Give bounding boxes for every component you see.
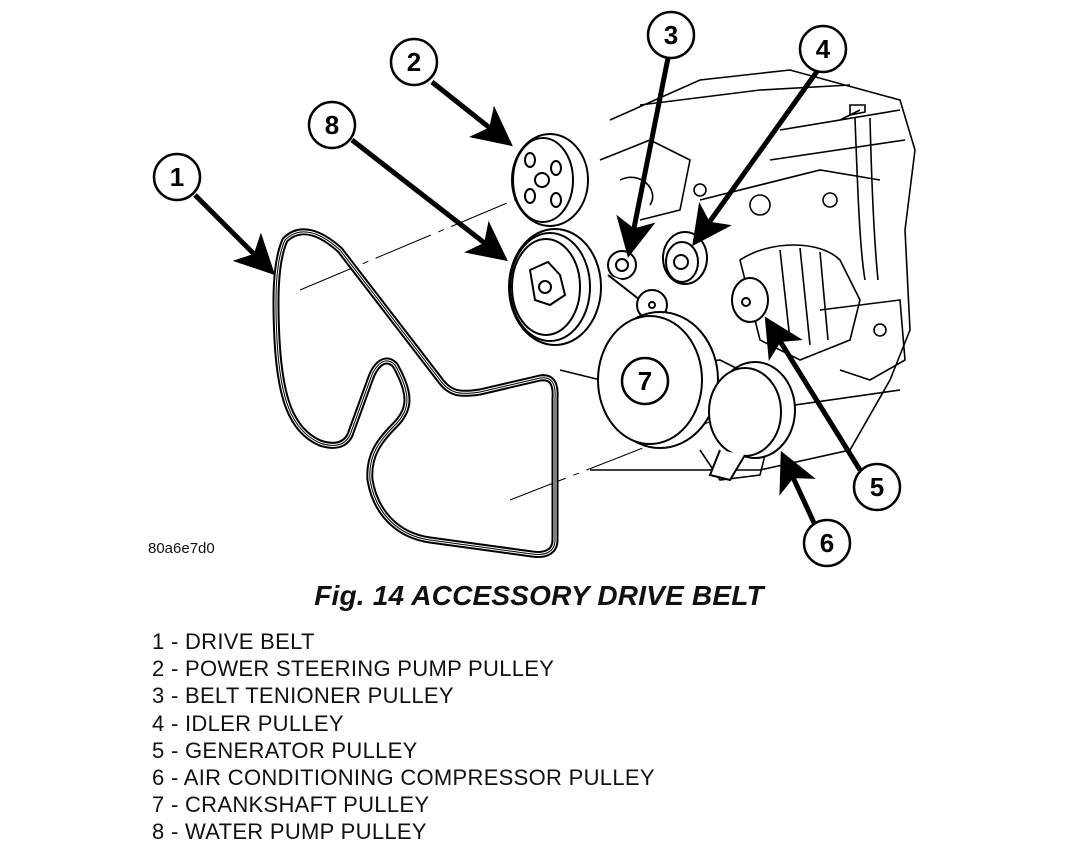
figure-caption: Fig. 14 ACCESSORY DRIVE BELT xyxy=(314,580,764,611)
callout-8: 8 xyxy=(307,100,357,150)
svg-text:7: 7 xyxy=(638,366,652,396)
legend-item: 5 - GENERATOR PULLEY xyxy=(152,737,418,763)
accessory-drive-belt-diagram: 1 2 3 4 5 6 7 8 xyxy=(152,10,916,568)
svg-text:1: 1 xyxy=(170,162,184,192)
leader-4 xyxy=(692,68,821,247)
component-legend: 1 - DRIVE BELT 2 - POWER STEERING PUMP P… xyxy=(152,628,655,846)
callout-6: 6 xyxy=(802,518,852,568)
leader-1 xyxy=(193,193,276,276)
svg-text:2: 2 xyxy=(407,47,421,77)
belt-tensioner-pulley xyxy=(607,250,651,302)
idler-pulley xyxy=(662,231,708,285)
svg-text:4: 4 xyxy=(816,34,831,64)
air-conditioning-compressor-pulley xyxy=(708,361,796,482)
callout-leaders xyxy=(193,57,863,527)
power-steering-pump-pulley xyxy=(511,133,589,227)
legend-item: 2 - POWER STEERING PUMP PULLEY xyxy=(152,656,555,682)
image-reference-id: 80a6e7d0 xyxy=(148,540,215,557)
water-pump-pulley xyxy=(508,228,602,346)
svg-text:6: 6 xyxy=(820,528,834,558)
legend-item: 1 - DRIVE BELT xyxy=(152,629,315,654)
legend-item: 7 - CRANKSHAFT PULLEY xyxy=(152,792,430,818)
callout-7: 7 xyxy=(620,356,670,406)
svg-text:8: 8 xyxy=(325,110,339,140)
leader-3 xyxy=(616,57,671,258)
leader-6 xyxy=(779,450,818,527)
generator-pulley xyxy=(731,277,769,323)
leader-5 xyxy=(764,316,863,472)
leader-8 xyxy=(350,138,508,262)
callout-1: 1 xyxy=(152,152,202,202)
legend-item: 6 - AIR CONDITIONING COMPRESSOR PULLEY xyxy=(152,765,655,791)
callout-2: 2 xyxy=(389,37,439,87)
leader-2 xyxy=(430,80,513,147)
drive-belt-illustration xyxy=(272,228,559,558)
callout-3: 3 xyxy=(646,10,696,60)
svg-text:3: 3 xyxy=(664,20,678,50)
legend-item: 8 - WATER PUMP PULLEY xyxy=(152,819,427,845)
legend-item: 3 - BELT TENIONER PULLEY xyxy=(152,683,454,709)
svg-text:5: 5 xyxy=(870,472,884,502)
legend-item: 4 - IDLER PULLEY xyxy=(152,710,344,736)
callout-4: 4 xyxy=(798,24,848,74)
callout-5: 5 xyxy=(852,462,902,512)
